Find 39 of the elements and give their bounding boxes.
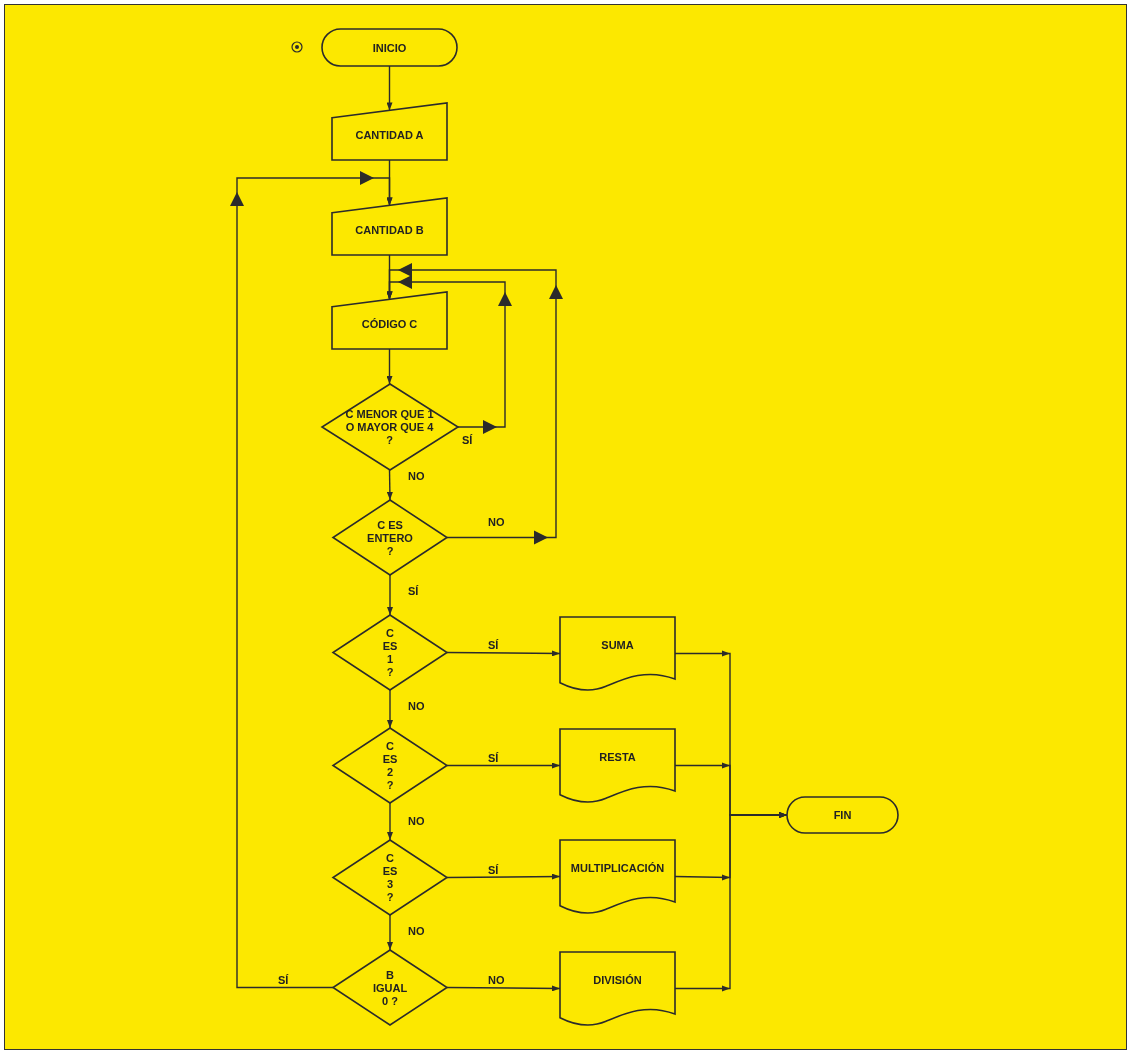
edge-label: SÍ [488,752,499,765]
decision-diamond [321,384,458,470]
node-label: MULTIPLICACIÓN [570,861,665,875]
document-shape [560,840,675,913]
edge-label: SÍ [278,974,289,987]
decision-diamond [333,500,447,575]
node-label: CANTIDAD A [355,129,424,142]
node-label: RESTA [599,750,636,764]
node-label: C ES ENTERO ? [367,518,413,557]
terminal-shape [787,797,898,833]
node-label: B IGUAL 0 ? [373,968,407,1007]
node-label: SUMA [601,638,634,652]
edge-label: NO [408,470,425,483]
node-label: FIN [833,808,852,822]
node-label: C ES 3 ? [382,851,398,904]
edge-label: SÍ [462,434,473,447]
terminal-shape [322,29,457,66]
decision-diamond [333,950,447,1025]
edge-label: NO [408,925,425,938]
decision-diamond [333,840,447,915]
document-shape [560,952,675,1025]
node-label: INICIO [372,41,407,54]
document-shape [560,617,675,690]
node-label: C MENOR QUE 1 O MAYOR QUE 4 ? [344,407,435,447]
edge-label: NO [488,974,505,987]
edge-label: SÍ [408,585,419,598]
node-label: C ES 2 ? [382,739,398,792]
edge-label: NO [408,700,425,713]
edge-label: NO [488,516,505,529]
node-label: DIVISIÓN [593,973,642,987]
edge-label: SÍ [488,639,499,652]
node-label: CÓDIGO C [361,318,418,331]
decision-diamond [333,615,447,690]
node-label: CANTIDAD B [355,224,424,237]
edge-label: SÍ [488,864,499,877]
decision-diamond [333,728,447,803]
node-label: C ES 1 ? [382,626,398,679]
document-shape [560,729,675,802]
edge-label: NO [408,815,425,828]
